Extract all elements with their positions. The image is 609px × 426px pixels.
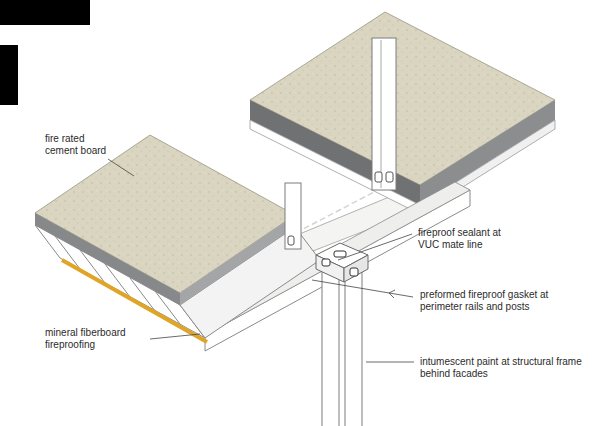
callout-label: intumescent paint at structural frame be…: [420, 356, 595, 380]
callout-label: mineral fiberboard fireproofing: [45, 327, 147, 351]
vuc-post: [372, 38, 396, 190]
bolt-hole: [334, 251, 346, 257]
slab-edge: [35, 213, 180, 305]
post-inner-edge: [381, 40, 382, 188]
bolt-hole: [288, 236, 294, 245]
bolt-hole: [375, 172, 382, 182]
connector-block: [344, 255, 368, 282]
slab-edge: [420, 100, 555, 205]
structural-column: [322, 262, 339, 426]
cement-board-slab: [250, 12, 555, 185]
bolt-hole: [386, 172, 393, 182]
redaction-bar: [0, 45, 18, 105]
cement-board-slab: [35, 135, 295, 293]
redaction-bar: [0, 0, 90, 25]
callout-label: fire rated cement board: [45, 133, 115, 157]
leader-lines: [108, 159, 414, 362]
bolt-hole: [350, 268, 358, 276]
vuc-post: [285, 183, 301, 249]
bolt-hole: [322, 259, 330, 266]
callout-label: preformed fireproof gasket at perimeter …: [420, 289, 590, 313]
slab-edge: [180, 215, 295, 305]
callout-label: fireproof sealant at VUC mate line: [418, 227, 518, 251]
